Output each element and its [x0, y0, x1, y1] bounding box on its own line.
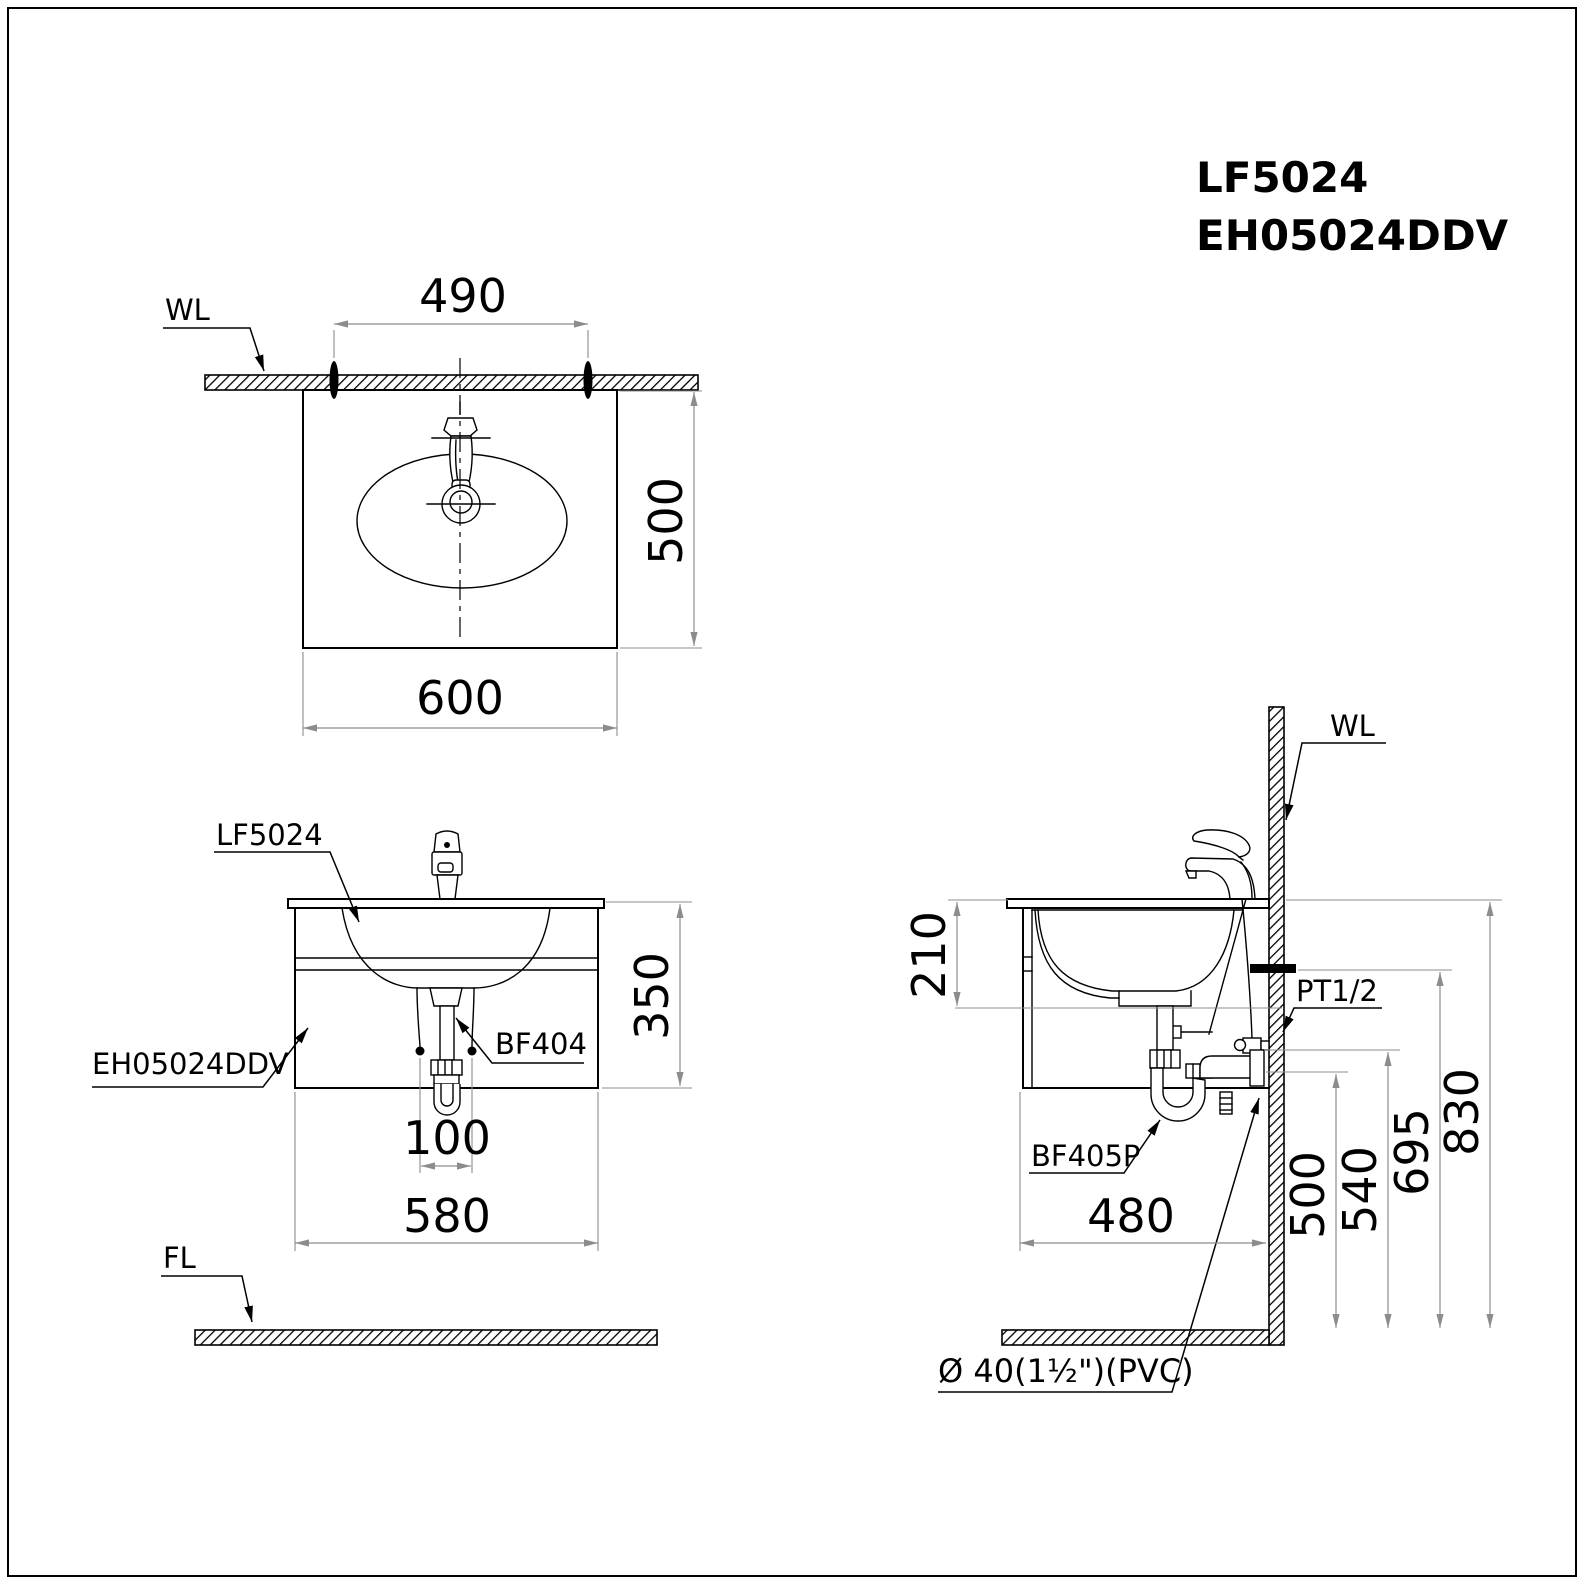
title-block: LF5024 EH05024DDV: [1196, 153, 1509, 260]
dimension-side-depth: 480: [1019, 1092, 1266, 1251]
dim-value-210: 210: [902, 911, 956, 999]
dim-value-830: 830: [1435, 1068, 1489, 1156]
dimension-bolt-spacing: 490: [333, 269, 589, 358]
dim-value-350: 350: [625, 952, 679, 1040]
page-border: [7, 7, 1577, 1577]
wall-line-callout-side: WL: [1284, 709, 1386, 821]
dim-value-580: 580: [403, 1189, 491, 1243]
dimension-counter-height: 830: [1286, 899, 1502, 1328]
supply-label: PT1/2: [1296, 974, 1378, 1008]
countertop-side: [1006, 898, 1270, 909]
dimension-valve-height: 540: [1264, 1049, 1400, 1328]
mounting-bolt-left: [329, 361, 339, 399]
trap-cleanout: [1219, 1091, 1233, 1115]
basin-callout: LF5024: [214, 818, 360, 923]
faucet-plan: [426, 401, 496, 524]
dimension-drain-height: 500: [1266, 1071, 1348, 1328]
side-view: WL PT1/2 BF405P Ø 40(1½")(PVC) 210 480: [902, 706, 1502, 1393]
countertop-front: [287, 898, 605, 909]
wall-line-label-side: WL: [1330, 709, 1375, 743]
model-number-basin: LF5024: [1196, 153, 1368, 202]
dimension-plan-width: 600: [302, 652, 618, 736]
drain-callout: BF404: [455, 1017, 587, 1064]
supply-callout: PT1/2: [1282, 974, 1382, 1033]
dimension-front-width: 580: [294, 1092, 599, 1251]
wall-section-side: [1268, 706, 1285, 1346]
wall-section-plan: [204, 374, 699, 391]
trap-callout: BF405P: [1029, 1119, 1161, 1174]
dim-value-100: 100: [403, 1111, 491, 1165]
supply-hose: [1241, 898, 1253, 1039]
dim-value-500-side: 500: [1281, 1151, 1335, 1239]
dimension-plan-depth: 500: [620, 390, 702, 649]
model-number-cabinet: EH05024DDV: [1196, 211, 1509, 260]
trap-label: BF405P: [1031, 1139, 1140, 1173]
floor-line-callout: FL: [161, 1241, 253, 1323]
dimension-basin-depth: 210: [902, 899, 1282, 1009]
faucet-side: [1184, 829, 1256, 900]
mounting-bolt-right: [583, 361, 593, 399]
outlet-callout: Ø 40(1½")(PVC): [938, 1097, 1260, 1393]
dim-value-695: 695: [1385, 1108, 1439, 1196]
supply-stub-pt12: [1250, 964, 1296, 973]
cabinet-label: EH05024DDV: [92, 1047, 289, 1081]
dim-value-490: 490: [419, 269, 507, 323]
dim-value-500-plan: 500: [639, 477, 693, 565]
floor-section-front: [194, 1329, 658, 1346]
dim-value-600: 600: [416, 671, 504, 725]
basin-label: LF5024: [216, 818, 323, 852]
cabinet-side: [1022, 907, 1270, 1089]
outlet-label: Ø 40(1½")(PVC): [938, 1352, 1194, 1390]
dimension-supply-height: 695: [1298, 969, 1452, 1328]
cabinet-callout: EH05024DDV: [92, 1027, 309, 1088]
front-view: LF5024 EH05024DDV BF404 350 100: [92, 818, 692, 1346]
wall-line-callout-plan: WL: [163, 293, 265, 372]
dim-value-540: 540: [1333, 1146, 1387, 1234]
floor-line-label: FL: [163, 1241, 196, 1275]
basin-stud-left: [415, 1046, 425, 1056]
floor-section-side: [1001, 1329, 1270, 1346]
dimension-drain-spacing: 100: [403, 1058, 491, 1173]
wall-line-leader-plan: [163, 327, 265, 372]
plan-view: WL 490 500 600: [163, 269, 702, 736]
dim-value-480: 480: [1087, 1189, 1175, 1243]
basin-side: [1031, 909, 1244, 1007]
drain-escutcheon: [1249, 1049, 1265, 1087]
drain-front: [429, 987, 463, 1116]
dimension-front-height: 350: [602, 901, 692, 1089]
faucet-front: [431, 830, 463, 900]
basin-stud-right: [467, 1046, 477, 1056]
drain-label: BF404: [495, 1027, 587, 1061]
popup-rod: [1208, 898, 1247, 1035]
wall-line-label-plan: WL: [165, 293, 210, 327]
p-trap-side: [1149, 1005, 1265, 1122]
